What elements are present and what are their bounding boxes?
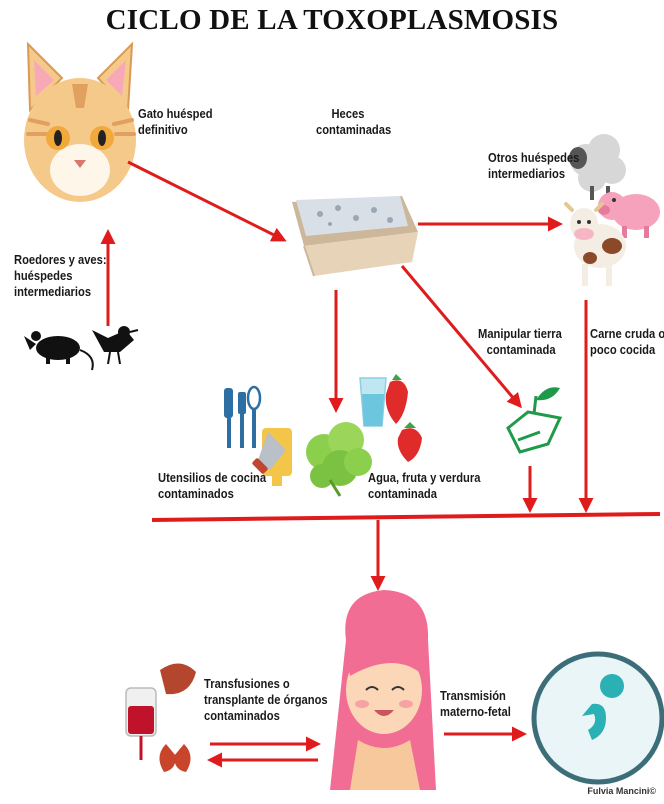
litter-box-icon (292, 196, 418, 276)
woman-icon (330, 590, 436, 790)
fetus-icon (534, 654, 662, 782)
hand-sprout-icon (508, 387, 560, 452)
merge-line (152, 514, 660, 520)
author-credit: Fulvia Mancini© (587, 786, 656, 796)
rat-icon (24, 331, 93, 370)
bird-icon (92, 326, 138, 364)
farm-animals-icon (566, 134, 660, 286)
lettuce-icon (306, 422, 372, 496)
arrow-cat-to-feces (128, 162, 284, 240)
water-fruit-icon (360, 374, 422, 462)
blood-organs-icon (126, 663, 196, 772)
cat-icon (24, 44, 136, 202)
